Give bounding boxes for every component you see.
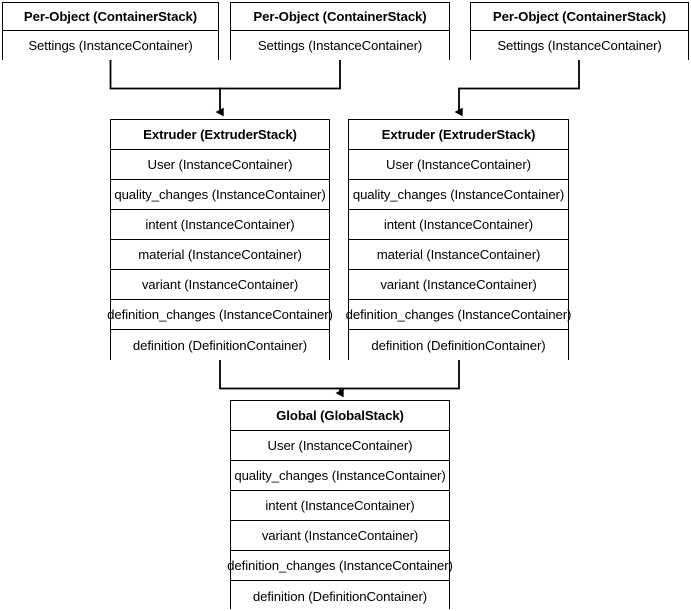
node-header: Per-Object (ContainerStack)	[231, 3, 449, 31]
node-per-object-3[interactable]: Per-Object (ContainerStack) Settings (In…	[470, 2, 689, 60]
node-global[interactable]: Global (GlobalStack) User (InstanceConta…	[227, 400, 453, 611]
node-row: quality_changes (InstanceContainer)	[349, 180, 568, 210]
node-row: quality_changes (InstanceContainer)	[111, 180, 329, 210]
node-row: definition_changes (InstanceContainer)	[227, 551, 453, 581]
node-row: User (InstanceContainer)	[231, 431, 449, 461]
node-header: Global (GlobalStack)	[231, 401, 449, 431]
node-header: Extruder (ExtruderStack)	[111, 120, 329, 150]
edge-perobject2-to-extruder1	[224, 59, 341, 90]
node-row: material (InstanceContainer)	[111, 240, 329, 270]
node-row: definition (DefinitionContainer)	[349, 330, 568, 360]
node-row: Settings (InstanceContainer)	[471, 31, 688, 60]
node-extruder-2[interactable]: Extruder (ExtruderStack) User (InstanceC…	[346, 119, 571, 360]
node-row: definition_changes (InstanceContainer)	[107, 300, 333, 330]
node-header: Per-Object (ContainerStack)	[471, 3, 688, 31]
node-row: Settings (InstanceContainer)	[231, 31, 449, 60]
node-header: Extruder (ExtruderStack)	[349, 120, 568, 150]
node-per-object-2[interactable]: Per-Object (ContainerStack) Settings (In…	[230, 2, 450, 60]
node-row: quality_changes (InstanceContainer)	[231, 461, 449, 491]
node-row: User (InstanceContainer)	[111, 150, 329, 180]
node-row: intent (InstanceContainer)	[349, 210, 568, 240]
node-row: definition (DefinitionContainer)	[231, 581, 449, 611]
node-extruder-1[interactable]: Extruder (ExtruderStack) User (InstanceC…	[107, 119, 333, 360]
edge-extruder1-to-global	[219, 359, 344, 390]
node-header: Per-Object (ContainerStack)	[3, 3, 218, 31]
node-row: variant (InstanceContainer)	[349, 270, 568, 300]
node-row: material (InstanceContainer)	[349, 240, 568, 270]
node-row: intent (InstanceContainer)	[231, 491, 449, 521]
node-row: variant (InstanceContainer)	[231, 521, 449, 551]
edge-perobject1-to-extruder1	[109, 59, 225, 90]
edge-perobject3-to-extruder2	[454, 59, 580, 117]
node-row: Settings (InstanceContainer)	[3, 31, 218, 60]
node-row: definition (DefinitionContainer)	[111, 330, 329, 360]
node-row: variant (InstanceContainer)	[111, 270, 329, 300]
node-row: intent (InstanceContainer)	[111, 210, 329, 240]
node-row: User (InstanceContainer)	[349, 150, 568, 180]
node-per-object-1[interactable]: Per-Object (ContainerStack) Settings (In…	[2, 2, 219, 60]
edge-extruder2-to-global	[336, 359, 460, 390]
node-row: definition_changes (InstanceContainer)	[346, 300, 571, 330]
